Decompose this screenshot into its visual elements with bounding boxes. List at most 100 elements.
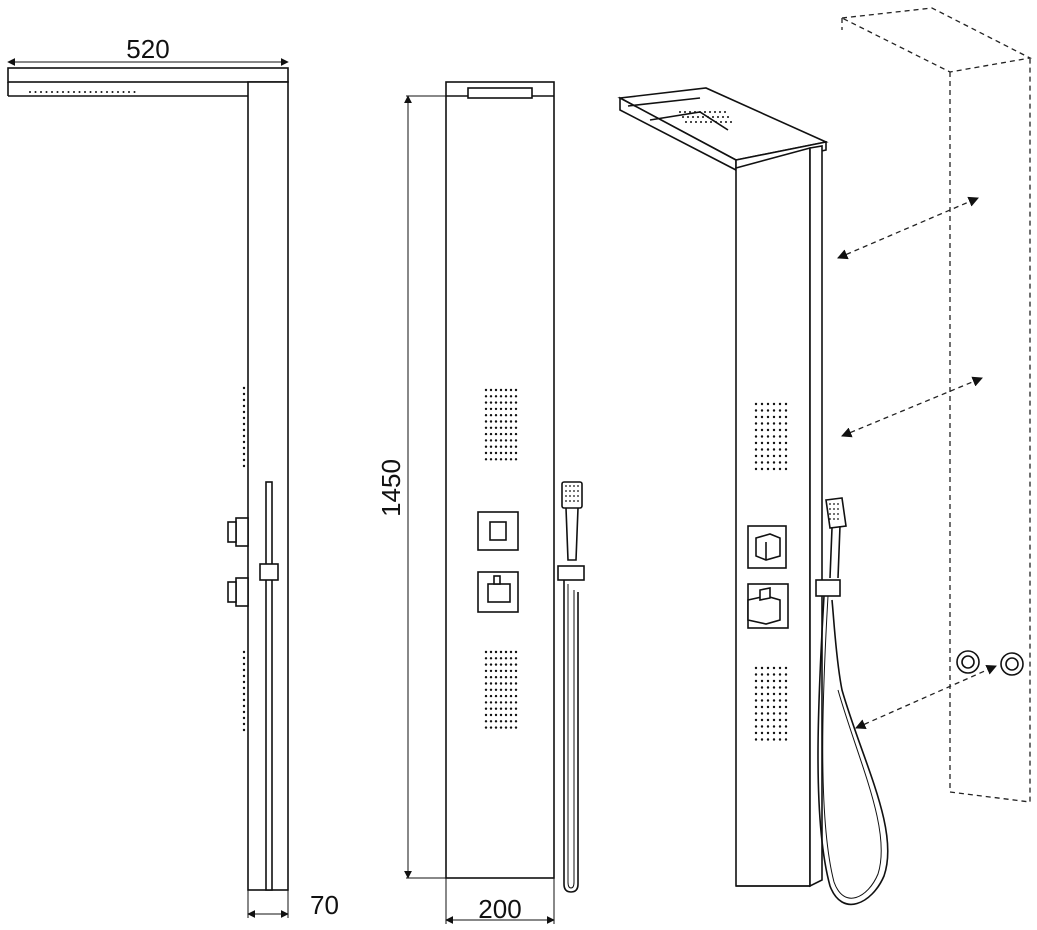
nozzle-dot [837,513,839,515]
nozzle-dot [494,657,498,660]
nozzle-dot [489,682,493,685]
nozzle-dot [494,676,498,679]
nozzle-dot [772,738,776,741]
nozzle-dot [242,686,246,690]
nozzle-dot [772,666,776,670]
nozzle-dot [484,445,488,448]
nozzle-dot [772,435,776,438]
panel-width-label: 200 [478,894,521,924]
panel-depth-label: 70 [310,890,339,920]
panel-height-label: 1450 [376,459,406,517]
perspective-panel [735,145,823,888]
nozzle-dot [719,111,721,113]
nozzle-dot [509,407,513,411]
nozzle-dot [514,414,518,417]
nozzle-dot [715,121,717,123]
front-nozzles-upper [484,388,518,461]
nozzle-dot [784,415,788,419]
nozzle-dot [766,692,770,696]
nozzle-dot [760,441,764,445]
nozzle-dot [766,673,770,676]
nozzle-dot [514,432,518,436]
nozzle-dot [754,415,758,419]
nozzle-dot [494,414,498,417]
nozzle-dot [754,712,758,715]
nozzle-dot [760,686,764,689]
nozzle-dot [730,121,732,123]
nozzle-dot [489,451,493,455]
nozzle-dot [760,731,764,735]
nozzle-dot [514,720,518,723]
nozzle-dot [242,404,246,408]
nozzle-dot [242,386,246,390]
nozzle-dot [489,657,493,660]
nozzle-dot [772,725,776,728]
nozzle-dot [242,668,246,672]
nozzle-dot [705,121,707,123]
nozzle-dot [499,420,503,423]
nozzle-dot [778,415,782,419]
nozzle-dot [78,91,81,93]
nozzle-dot [489,388,493,392]
nozzle-dot [514,657,518,660]
nozzle-dot [573,490,575,492]
nozzle-dot [499,395,503,398]
nozzle-dot [489,713,493,717]
nozzle-dot [573,485,575,487]
nozzle-dot [494,694,498,698]
nozzle-dot [754,454,758,458]
side-slide-rail [265,481,273,891]
nozzle-dot [514,388,518,392]
nozzle-dot [504,401,508,404]
nozzle-dot [106,91,108,93]
nozzle-dot [784,467,788,471]
nozzle-dot [494,439,498,442]
nozzle-dot [766,725,770,728]
nozzle-dot [509,451,513,455]
nozzle-dot [84,91,86,93]
nozzle-dot [499,650,503,654]
nozzle-dot [509,420,513,423]
nozzle-dot [514,451,518,455]
nozzle-dot [242,434,246,438]
nozzle-dot [494,650,498,654]
side-valve-lower [227,577,249,607]
nozzle-dot [778,731,782,735]
nozzle-dot [833,513,835,515]
nozzle-dot [509,414,513,417]
nozzle-dot [772,441,776,445]
nozzle-dot [499,682,503,685]
nozzle-dot [778,448,782,451]
nozzle-dot [760,428,764,432]
nozzle-dot [772,409,776,412]
nozzle-dot [489,401,493,404]
nozzle-dot [499,726,503,729]
nozzle-dot [727,116,729,118]
nozzle-dot [720,121,722,123]
nozzle-dot [499,445,503,448]
nozzle-dot [509,676,513,679]
perspective-valve-lower [747,583,789,629]
nozzle-dot [784,441,788,445]
perspective-view [617,7,1033,906]
nozzle-dot [499,458,503,461]
nozzle-dot [772,686,776,689]
nozzle-dot [829,508,831,510]
nozzle-dot [509,720,513,723]
nozzle-dot [100,91,103,93]
nozzle-dot [717,116,719,118]
nozzle-dot [45,91,48,93]
nozzle-dot [760,409,764,412]
nozzle-dot [504,682,508,685]
nozzle-dot [754,673,758,676]
nozzle-dot [499,426,503,429]
nozzle-dot [242,692,246,696]
nozzle-dot [690,121,692,123]
nozzle-dot [573,495,575,497]
nozzle-dot [509,701,513,704]
nozzle-dot [499,432,503,436]
nozzle-dot [778,673,782,676]
nozzle-dot [133,91,136,93]
nozzle-dot [514,707,518,710]
nozzle-dot [778,666,782,670]
